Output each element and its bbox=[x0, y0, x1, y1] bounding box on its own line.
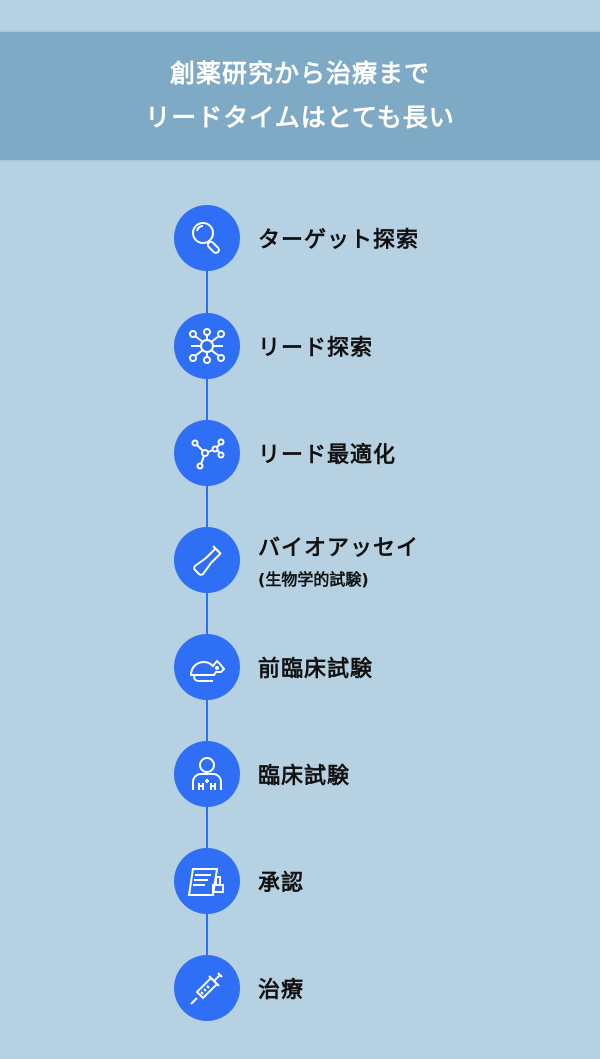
step-bioassay: バイオアッセイ (生物学的試験) bbox=[174, 527, 594, 593]
step-label-main: バイオアッセイ bbox=[258, 536, 420, 561]
step-label: リード最適化 bbox=[258, 443, 397, 468]
document-stamp-icon bbox=[174, 848, 240, 914]
timeline-connector bbox=[206, 238, 208, 988]
step-label: 承認 bbox=[258, 871, 305, 896]
step-preclinical: 前臨床試験 bbox=[174, 634, 594, 700]
title-line-1: 創薬研究から治療まで bbox=[169, 59, 430, 88]
flask-icon bbox=[174, 527, 240, 593]
step-target-search: ターゲット探索 bbox=[174, 205, 594, 271]
step-label: 前臨床試験 bbox=[258, 657, 374, 682]
step-treatment: 治療 bbox=[174, 955, 594, 1021]
step-label: 臨床試験 bbox=[258, 764, 351, 789]
magnifier-icon bbox=[174, 205, 240, 271]
syringe-icon bbox=[174, 955, 240, 1021]
step-lead-search: リード探索 bbox=[174, 313, 594, 379]
step-clinical-trial: 臨床試験 bbox=[174, 741, 594, 807]
step-label: ターゲット探索 bbox=[258, 228, 420, 253]
step-sublabel: (生物学的試験) bbox=[258, 570, 369, 589]
header-banner: 創薬研究から治療まで リードタイムはとても長い bbox=[0, 30, 600, 162]
molecule-icon bbox=[174, 420, 240, 486]
mouse-icon bbox=[174, 634, 240, 700]
step-label: 治療 bbox=[258, 978, 305, 1003]
network-icon bbox=[174, 313, 240, 379]
step-label: バイオアッセイ (生物学的試験) bbox=[258, 530, 419, 590]
step-label: リード探索 bbox=[258, 336, 374, 361]
title-line-2: リードタイムはとても長い bbox=[145, 103, 455, 132]
patient-icon bbox=[174, 741, 240, 807]
step-lead-optimization: リード最適化 bbox=[174, 420, 594, 486]
step-approval: 承認 bbox=[174, 848, 594, 914]
